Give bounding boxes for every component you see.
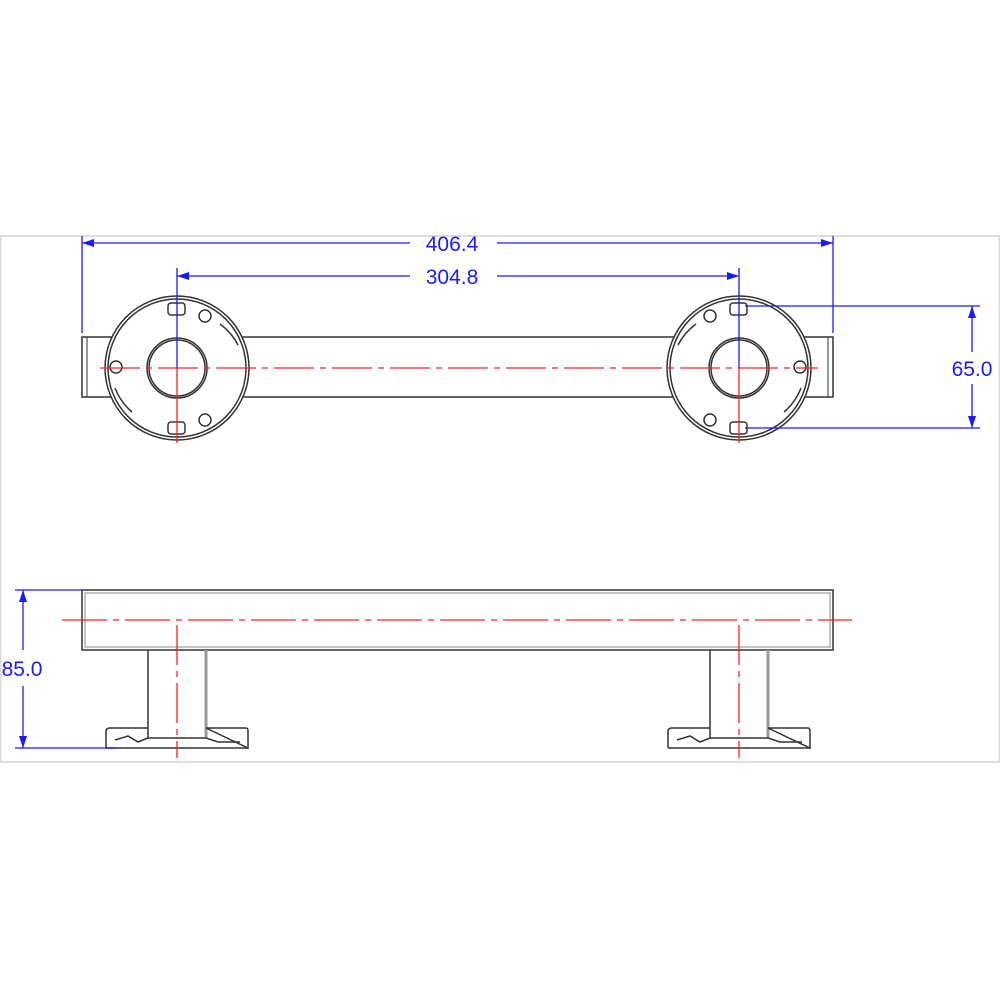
right-post-side <box>667 650 811 750</box>
side-centerlines <box>62 619 852 758</box>
grab-bar-tube-top <box>81 336 834 398</box>
side-view <box>81 589 834 750</box>
dimension-mount-spacing: 304.8 <box>426 266 479 289</box>
top-dimensions <box>81 236 980 429</box>
top-centerlines <box>100 367 818 443</box>
dimension-projection-height: 85.0 <box>2 658 43 681</box>
dimension-flange-hole-spacing: 65.0 <box>952 358 993 381</box>
side-dimensions <box>15 589 117 749</box>
dimension-overall-length: 406.4 <box>426 233 479 256</box>
